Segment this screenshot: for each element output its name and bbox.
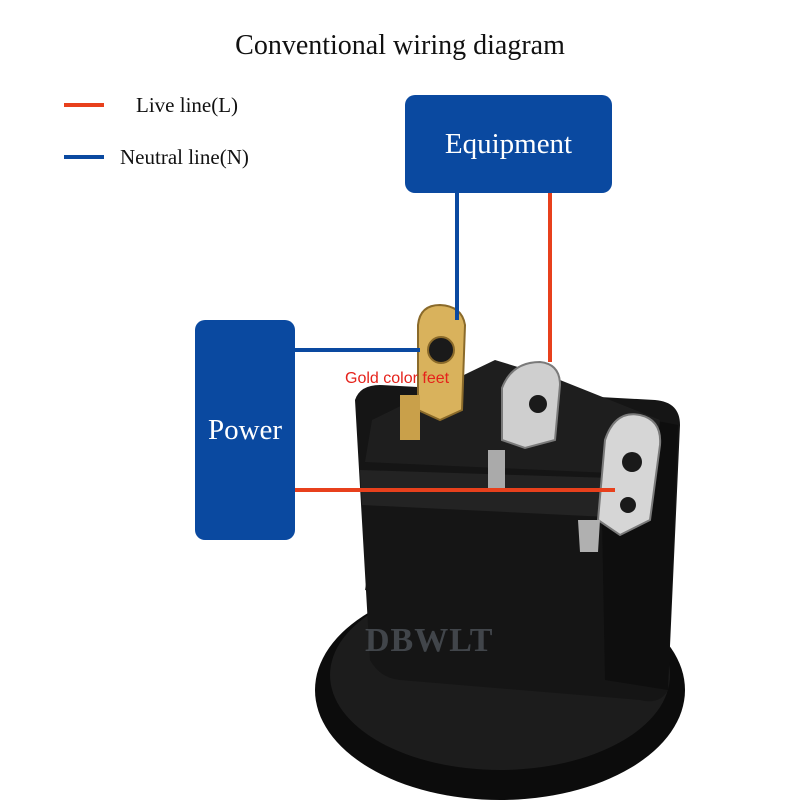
gold-terminal [400, 303, 467, 440]
silver-terminal-right [578, 413, 662, 552]
neutral-line-swatch [64, 155, 104, 159]
legend-live: Live line(L) [64, 90, 238, 120]
diagram-title: Conventional wiring diagram [235, 30, 565, 61]
power-box: Power [195, 320, 295, 540]
watermark: DBWLT [365, 622, 494, 659]
live-line-label: Live line(L) [136, 92, 239, 117]
equipment-box: Equipment [405, 95, 612, 193]
live-line-swatch [64, 103, 104, 107]
silver-terminal-middle [488, 360, 562, 490]
switch-body-shade [360, 470, 675, 520]
neutral-line-label: Neutral line(N) [120, 144, 249, 169]
gold-color-feet-label: Gold color feet [345, 370, 450, 387]
legend-neutral: Neutral line(N) [64, 142, 249, 172]
